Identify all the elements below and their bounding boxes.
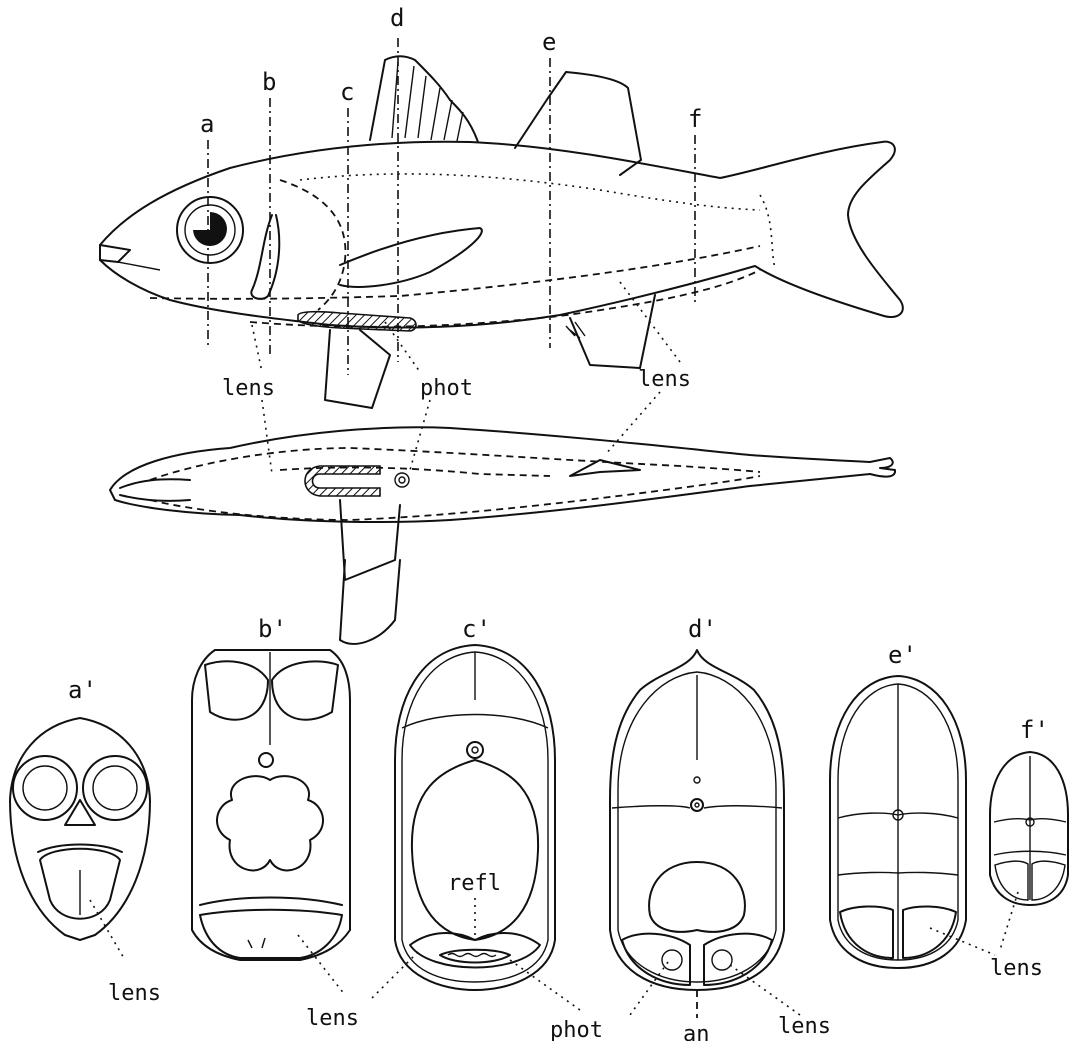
label-b: b bbox=[262, 68, 276, 96]
pelvic-fin bbox=[325, 330, 390, 408]
annotation-lens-f: lens bbox=[990, 956, 1043, 981]
annotation-lens-d: lens bbox=[778, 1014, 831, 1039]
label-a-prime: a' bbox=[68, 676, 97, 704]
anus-ventral bbox=[395, 473, 409, 487]
label-b-prime: b' bbox=[258, 615, 287, 643]
lateral-fish-view: a b c d e f bbox=[100, 4, 903, 408]
annotation-lens-bc: lens bbox=[306, 1006, 359, 1031]
annotation-lens-a: lens bbox=[108, 981, 161, 1006]
spiny-dorsal-fin bbox=[370, 56, 478, 142]
label-e-prime: e' bbox=[888, 641, 917, 669]
section-a-prime: a' lens bbox=[10, 676, 161, 1006]
lateral-annotations: lens phot lens bbox=[222, 282, 691, 474]
label-a: a bbox=[200, 110, 214, 138]
annotation-phot-lateral: phot bbox=[420, 376, 473, 401]
operculum bbox=[251, 215, 279, 299]
photophore-ventral bbox=[305, 466, 380, 496]
annotation-lens-right: lens bbox=[638, 367, 691, 392]
label-c-prime: c' bbox=[462, 615, 491, 643]
ventral-fish-view bbox=[110, 427, 895, 644]
mouth bbox=[100, 245, 130, 262]
label-f-prime: f' bbox=[1020, 716, 1049, 744]
pectoral-fin bbox=[340, 228, 482, 287]
label-c: c bbox=[340, 78, 354, 106]
annotation-refl: refl bbox=[448, 871, 501, 896]
annotation-an: an bbox=[683, 1022, 710, 1041]
pelvic-fin-ventral bbox=[340, 500, 400, 580]
section-d-prime: d' phot an lens bbox=[550, 615, 831, 1041]
annotation-lens-left: lens bbox=[222, 376, 275, 401]
annotation-phot: phot bbox=[550, 1018, 603, 1041]
section-e-prime: e' bbox=[830, 641, 966, 968]
section-b-prime: b' bbox=[192, 615, 350, 995]
pupil bbox=[193, 212, 227, 246]
label-d: d bbox=[390, 4, 404, 32]
label-e: e bbox=[542, 28, 556, 56]
label-f: f bbox=[688, 105, 702, 133]
section-f-prime: f' lens bbox=[930, 716, 1068, 981]
label-d-prime: d' bbox=[688, 615, 717, 643]
anal-fin bbox=[570, 295, 655, 368]
